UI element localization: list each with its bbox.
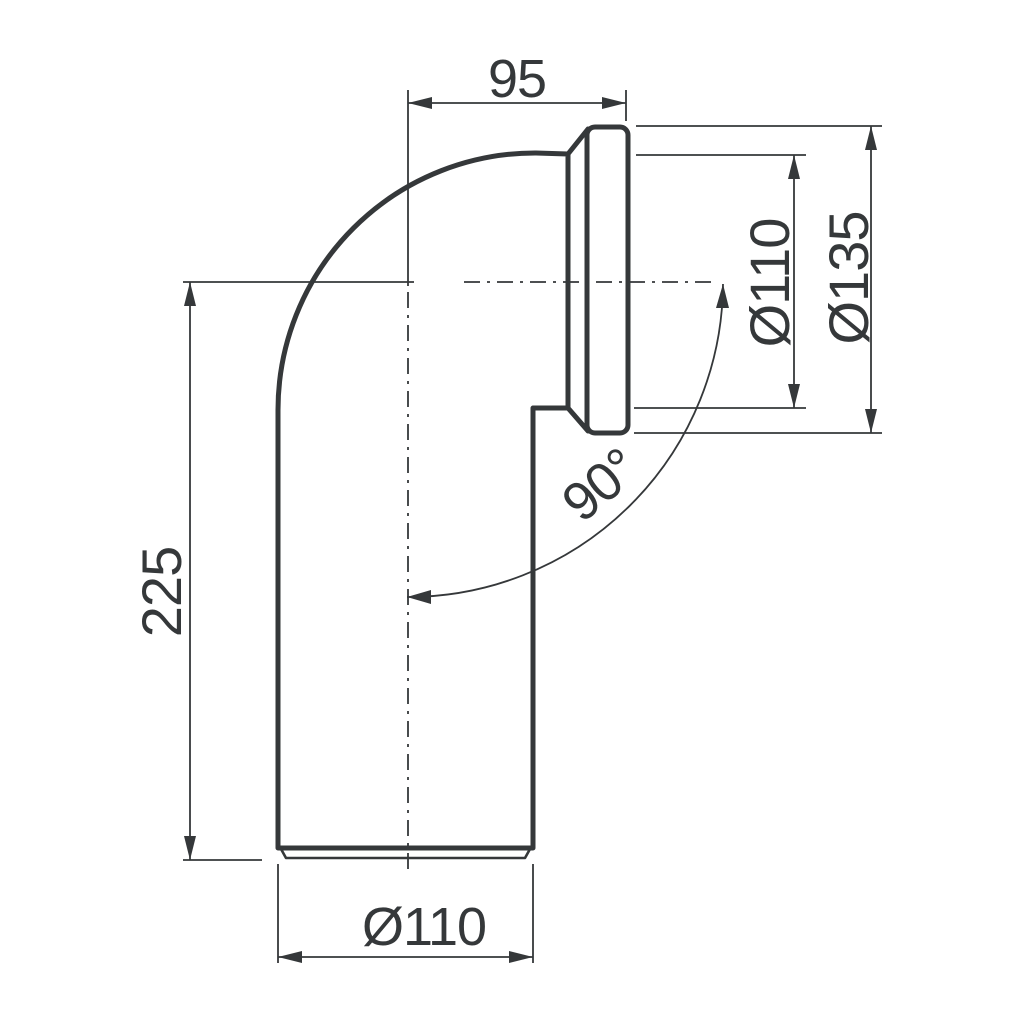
- dimension-height: 225: [130, 281, 414, 861]
- dim-label-height: 225: [130, 547, 193, 637]
- arrow-right-icon: [602, 97, 626, 109]
- pipe-bottom-lip: [279, 847, 532, 860]
- elbow-body: [275, 124, 631, 860]
- arrow-up-icon: [788, 155, 800, 179]
- angle-arc: [406, 283, 724, 598]
- dimension-outlet-outer-diameter: Ø135: [634, 125, 882, 434]
- arrow-up-icon: [865, 126, 877, 150]
- elbow-outline: [275, 150, 571, 851]
- dim-label-outlet-inner-diameter: Ø110: [738, 219, 801, 348]
- arrow-down-icon: [184, 836, 196, 860]
- center-lines: [407, 281, 716, 871]
- dim-label-pipe-diameter: Ø110: [362, 897, 486, 957]
- dimension-outlet-inner-diameter: Ø110: [634, 154, 806, 409]
- arrow-left-icon: [408, 97, 432, 109]
- arrow-up-icon: [716, 284, 729, 308]
- collar-bottom-slant: [565, 405, 591, 434]
- dim-label-outlet-outer-diameter: Ø135: [817, 212, 880, 345]
- arrow-left-icon: [278, 951, 302, 963]
- arrow-right-icon: [509, 951, 533, 963]
- flange-disc: [584, 124, 631, 436]
- arrow-down-icon: [788, 384, 800, 408]
- arrow-down-icon: [865, 409, 877, 433]
- dim-label-angle: 90°: [551, 437, 650, 534]
- dimension-pipe-diameter: Ø110: [277, 864, 534, 963]
- dimension-top-width: 95: [407, 49, 627, 286]
- dim-label-top-width: 95: [488, 49, 546, 109]
- arrow-up-icon: [184, 282, 196, 306]
- arrow-left-icon: [407, 590, 431, 604]
